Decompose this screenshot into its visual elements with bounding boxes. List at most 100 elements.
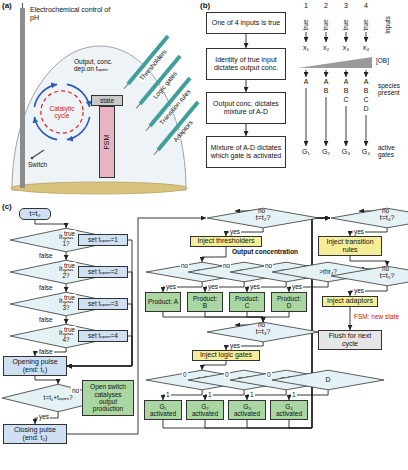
variable-label: x₄ xyxy=(363,44,369,52)
node-text: Identity of true input dictates output c… xyxy=(209,56,283,72)
process-box: Opening pulse (end: t₁) xyxy=(3,356,67,376)
process-box: set tₒₚₑₙ=1 xyxy=(78,234,128,246)
panel-label: (a) xyxy=(2,1,12,10)
axis-label: species present xyxy=(378,82,406,97)
input-value: true xyxy=(302,19,309,30)
edge-label: false xyxy=(38,316,54,323)
arrow xyxy=(306,88,307,146)
arrow xyxy=(326,97,327,146)
arrow xyxy=(366,70,367,77)
annotation: Switch xyxy=(28,161,47,168)
decision-diamond: t=t₄? xyxy=(330,208,408,228)
edge-label: yes xyxy=(165,283,177,290)
flow-arrow xyxy=(247,282,286,292)
process-box: Open switch catalyses output production xyxy=(82,380,134,416)
flow-arrow xyxy=(163,282,202,292)
gate-label: G₂ xyxy=(322,148,330,156)
decision-diamond: D xyxy=(271,370,385,390)
node-text: FSM xyxy=(103,135,111,150)
node-text: Output conc. dictates mixture of A-D xyxy=(209,100,283,116)
loop-label: no xyxy=(382,265,389,272)
node-text: Catalytic cycle xyxy=(45,105,79,120)
node-text: t=t₂? xyxy=(256,214,271,222)
diamond-outline xyxy=(330,266,408,286)
node-text: Inject transition rules xyxy=(321,238,379,254)
state-note: FSM: new state xyxy=(354,313,399,320)
edge-label: 0 xyxy=(224,371,230,378)
process-box: Inject thresholders xyxy=(190,236,262,247)
electrode xyxy=(20,8,25,188)
node-text: Product: A xyxy=(148,298,178,305)
cycle-circle: Catalytic cycle xyxy=(40,90,84,134)
flow-arrow xyxy=(226,342,263,350)
section-label: Output concentration xyxy=(232,248,298,255)
node-text: Flush for next cycle xyxy=(321,332,379,348)
input-value: true xyxy=(342,19,349,30)
species-label: C xyxy=(363,96,368,104)
edge-label: yes xyxy=(353,287,365,294)
edge-label: yes xyxy=(229,228,241,235)
node-text: Closing pulse (end: t₂) xyxy=(6,426,64,442)
cycle-arrow xyxy=(67,84,90,107)
process-box: state xyxy=(91,95,123,106)
column-number: 3 xyxy=(344,2,348,10)
edge-label: false xyxy=(38,348,54,355)
flow-arrow xyxy=(350,228,387,236)
cycle-arrow xyxy=(34,117,57,140)
needle-tip xyxy=(146,126,150,131)
flow-arrow xyxy=(202,361,226,370)
input-value: true xyxy=(322,19,329,30)
panel-b-arrows xyxy=(306,32,366,146)
flow-arrow xyxy=(67,272,132,366)
node-text: set tₒₚₑₙ=2 xyxy=(88,268,118,275)
process-box: Product: B xyxy=(187,292,223,312)
diamond-shape xyxy=(10,260,122,284)
circle-shape xyxy=(41,91,83,133)
species-label: A xyxy=(344,78,349,86)
species-label: A xyxy=(304,78,309,86)
node-text: G₃ activated xyxy=(231,403,263,418)
needle-tip xyxy=(124,84,128,89)
gate-label: G₄ xyxy=(362,148,370,156)
node-text: t=t₁+tₒₚₑₙ? xyxy=(44,394,73,401)
node-text: set tₒₚₑₙ=1 xyxy=(88,236,118,243)
process-box: G₃ activated xyxy=(228,400,266,420)
node-text: G₁ activated xyxy=(147,403,179,418)
panel-label: (b) xyxy=(200,1,210,10)
variable-label: x₂ xyxy=(323,44,329,52)
flow-arrow xyxy=(205,282,244,292)
flow-arrow xyxy=(246,34,247,48)
node-text: Product: C xyxy=(232,295,262,310)
decision-diamond: t=t₅? xyxy=(330,266,408,286)
arrow xyxy=(326,70,327,77)
cycle-arrow xyxy=(67,117,90,140)
edge-label: 0 xyxy=(182,371,188,378)
arrow xyxy=(346,106,347,146)
process-box: Identity of true input dictates output c… xyxy=(206,48,286,80)
flow-arrow xyxy=(163,312,263,322)
flow-arrow xyxy=(35,376,58,384)
gate-label: G₁ xyxy=(302,148,310,156)
edge-label: 1 xyxy=(207,391,213,398)
node-text: Inject thresholders xyxy=(197,237,254,245)
column-number: 4 xyxy=(364,2,368,10)
edge-label: yes xyxy=(229,342,241,349)
arrow xyxy=(346,32,347,42)
node-text: state xyxy=(100,97,114,104)
axis-label: [OB] xyxy=(376,57,389,64)
panel-label: (c) xyxy=(2,202,12,211)
flow-arrow xyxy=(66,316,67,324)
flow-arrow xyxy=(289,282,328,292)
flow-arrow xyxy=(205,312,263,322)
node-text: Open switch catalyses output production xyxy=(85,383,131,413)
node-text: set tₒₚₑₙ=3 xyxy=(88,300,118,307)
process-box: G₄ activated xyxy=(270,400,308,420)
process-box: G₂ activated xyxy=(186,400,224,420)
process-box: set tₒₚₑₙ=2 xyxy=(78,266,128,278)
diamond-shape xyxy=(10,228,122,252)
flow-arrow xyxy=(350,256,387,266)
process-box: Inject transition rules xyxy=(318,236,382,256)
needle-tip xyxy=(136,104,140,109)
diamond-shape xyxy=(272,370,384,390)
